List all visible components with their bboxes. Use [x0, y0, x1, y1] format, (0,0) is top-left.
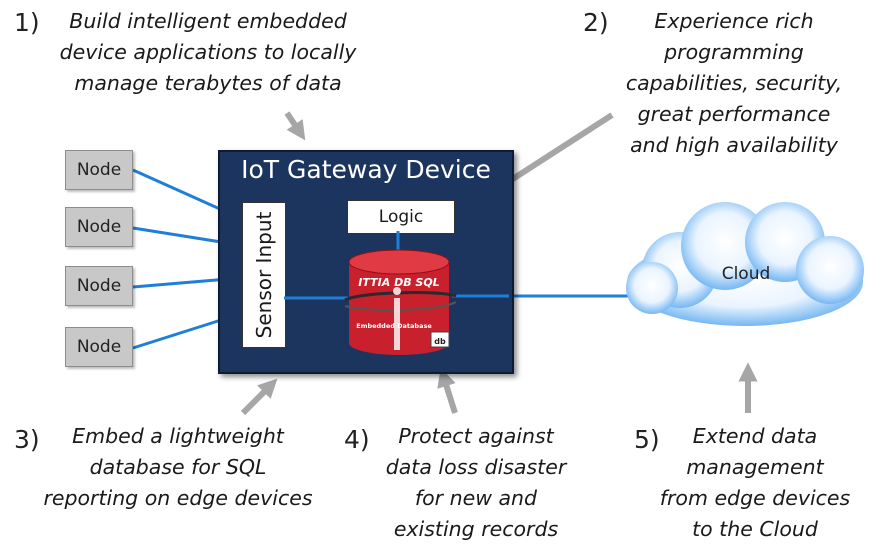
arrow-callout-4: [437, 367, 458, 414]
node-box-2: Node: [65, 207, 133, 247]
logic-box: Logic: [347, 200, 455, 234]
callout-line: programming: [664, 40, 804, 64]
callout-number-4: 4): [344, 425, 370, 454]
callout-line: Experience rich: [654, 9, 814, 33]
logic-label: Logic: [378, 207, 424, 227]
callout-number-1: 1): [14, 8, 40, 37]
gateway-title: IoT Gateway Device: [241, 155, 491, 184]
db-subtitle-label: Embedded Database: [356, 322, 432, 330]
callout-line: for new and: [414, 486, 538, 510]
node-label: Node: [76, 217, 122, 237]
callout-number-3: 3): [14, 425, 40, 454]
sensor-input-box: Sensor Input: [242, 202, 286, 348]
callout-line: device applications to locally: [59, 40, 357, 64]
callout-text-3: Embed a lightweight database for SQL rep…: [28, 421, 328, 514]
callout-line: manage terabytes of data: [74, 71, 342, 95]
arrow-callout-3: [240, 378, 278, 416]
callout-text-4: Protect against data loss disaster for n…: [372, 421, 580, 545]
callout-line: from edge devices: [659, 486, 851, 510]
callout-number-5: 5): [634, 425, 660, 454]
node-label: Node: [76, 160, 122, 180]
callout-line: to the Cloud: [692, 517, 818, 541]
cloud-label: Cloud: [721, 264, 771, 284]
arrow-callout-1: [284, 111, 306, 141]
callout-line: Build intelligent embedded: [69, 9, 347, 33]
callout-text-5: Extend data management from edge devices…: [655, 421, 855, 545]
callout-line: Extend data: [692, 424, 818, 448]
node-box-4: Node: [65, 327, 133, 367]
cloud-icon: [626, 202, 864, 326]
node-label: Node: [76, 337, 122, 357]
callout-line: great performance: [637, 102, 831, 126]
node-box-3: Node: [65, 266, 133, 306]
callout-line: management: [686, 455, 824, 479]
node-label: Node: [76, 276, 122, 296]
callout-line: existing records: [393, 517, 559, 541]
callout-line: Protect against: [398, 424, 554, 448]
db-badge-label: db: [434, 337, 446, 346]
callout-line: data loss disaster: [385, 455, 567, 479]
callout-number-2: 2): [583, 8, 609, 37]
callout-line: database for SQL: [89, 455, 267, 479]
callout-line: Embed a lightweight: [72, 424, 284, 448]
callout-line: reporting on edge devices: [43, 486, 313, 510]
node-box-1: Node: [65, 150, 133, 190]
callout-line: and high availability: [630, 133, 838, 157]
callout-line: capabilities, security,: [625, 71, 843, 95]
callout-text-1: Build intelligent embedded device applic…: [48, 6, 368, 99]
callout-text-2: Experience rich programming capabilities…: [610, 6, 858, 161]
db-brand-label: ITTIA DB SQL: [358, 276, 439, 289]
